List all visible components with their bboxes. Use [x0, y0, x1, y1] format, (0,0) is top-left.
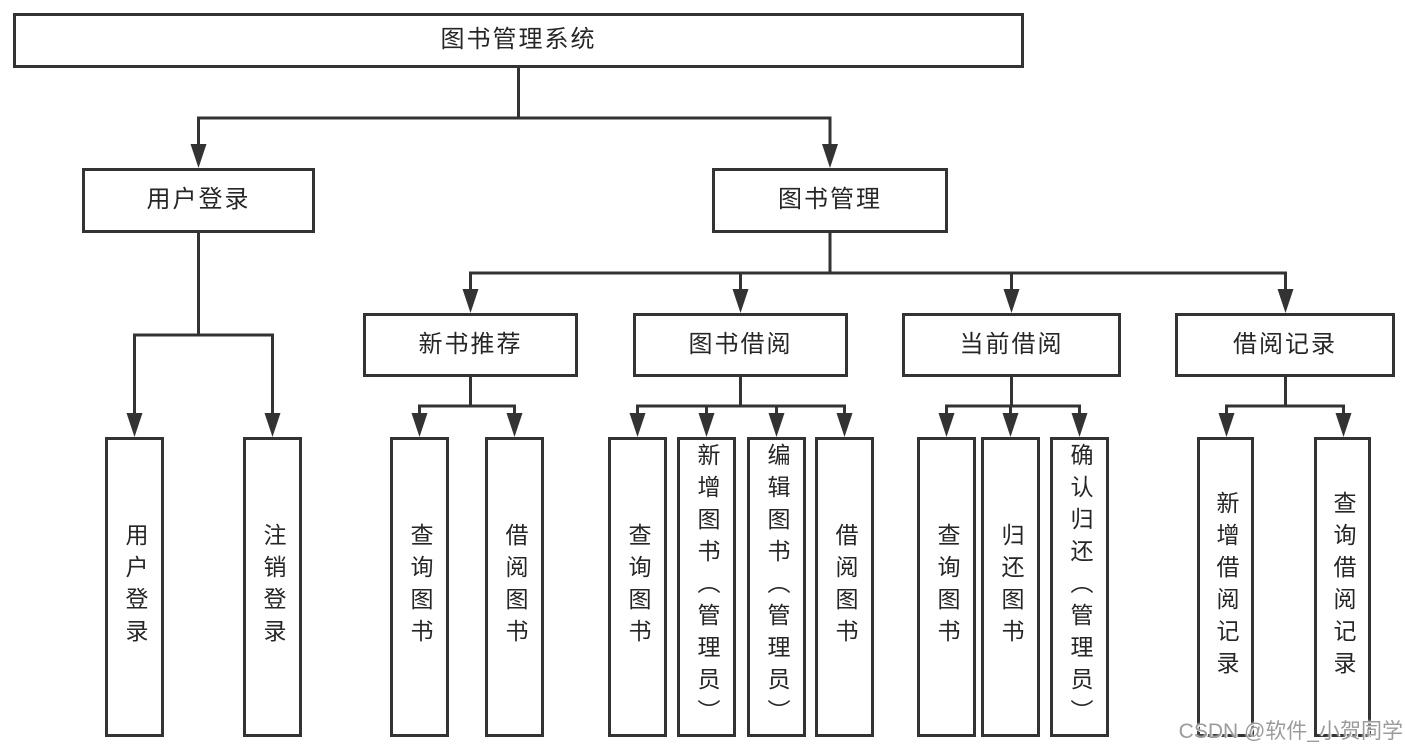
node-current-borrowing: 当前借阅 [902, 313, 1121, 377]
node-user-login: 用户登录 [82, 168, 315, 233]
leaf-add-books-admin: 新增图书（管理员） [677, 437, 736, 737]
leaf-query-borrow-record: 查询借阅记录 [1314, 437, 1371, 737]
node-label: 图书管理 [778, 186, 882, 214]
node-label: 用户登录 [122, 523, 148, 651]
node-label: 图书借阅 [688, 330, 793, 358]
node-book-borrowing: 图书借阅 [633, 313, 848, 377]
node-label: 新增借阅记录 [1213, 491, 1239, 683]
node-label: 借阅记录 [1233, 330, 1337, 358]
leaf-return-books: 归还图书 [981, 437, 1040, 737]
node-label: 用户登录 [146, 186, 251, 214]
leaf-user-login: 用户登录 [105, 437, 164, 737]
leaf-query-books: 查询图书 [917, 437, 976, 737]
leaf-add-borrow-record: 新增借阅记录 [1197, 437, 1254, 737]
leaf-logout: 注销登录 [243, 437, 302, 737]
leaf-borrow-books: 借阅图书 [485, 437, 544, 737]
node-label: 新书推荐 [418, 330, 523, 358]
node-library-management-system: 图书管理系统 [13, 13, 1024, 68]
node-label: 编辑图书（管理员） [764, 443, 790, 731]
leaf-query-books: 查询图书 [608, 437, 667, 737]
node-borrowing-records: 借阅记录 [1175, 313, 1395, 377]
leaf-edit-books-admin: 编辑图书（管理员） [747, 437, 806, 737]
leaf-borrow-books: 借阅图书 [815, 437, 874, 737]
node-label: 图书管理系统 [440, 26, 597, 54]
node-label: 查询图书 [934, 523, 960, 651]
node-label: 归还图书 [998, 523, 1024, 651]
csdn-watermark: CSDN @软件_小贺同学 [1178, 720, 1403, 743]
node-new-book-recommendation: 新书推荐 [363, 313, 578, 377]
node-label: 注销登录 [260, 523, 286, 651]
node-label: 当前借阅 [959, 330, 1064, 358]
node-label: 查询图书 [625, 523, 651, 651]
leaf-confirm-return-admin: 确认归还（管理员） [1050, 437, 1109, 737]
node-label: 新增图书（管理员） [694, 443, 720, 731]
leaf-query-books: 查询图书 [390, 437, 449, 737]
node-label: 借阅图书 [502, 523, 528, 651]
node-label: 借阅图书 [832, 523, 858, 651]
node-book-management: 图书管理 [712, 168, 948, 233]
node-label: 查询借阅记录 [1330, 491, 1356, 683]
node-label: 确认归还（管理员） [1067, 443, 1093, 731]
node-label: 查询图书 [407, 523, 433, 651]
